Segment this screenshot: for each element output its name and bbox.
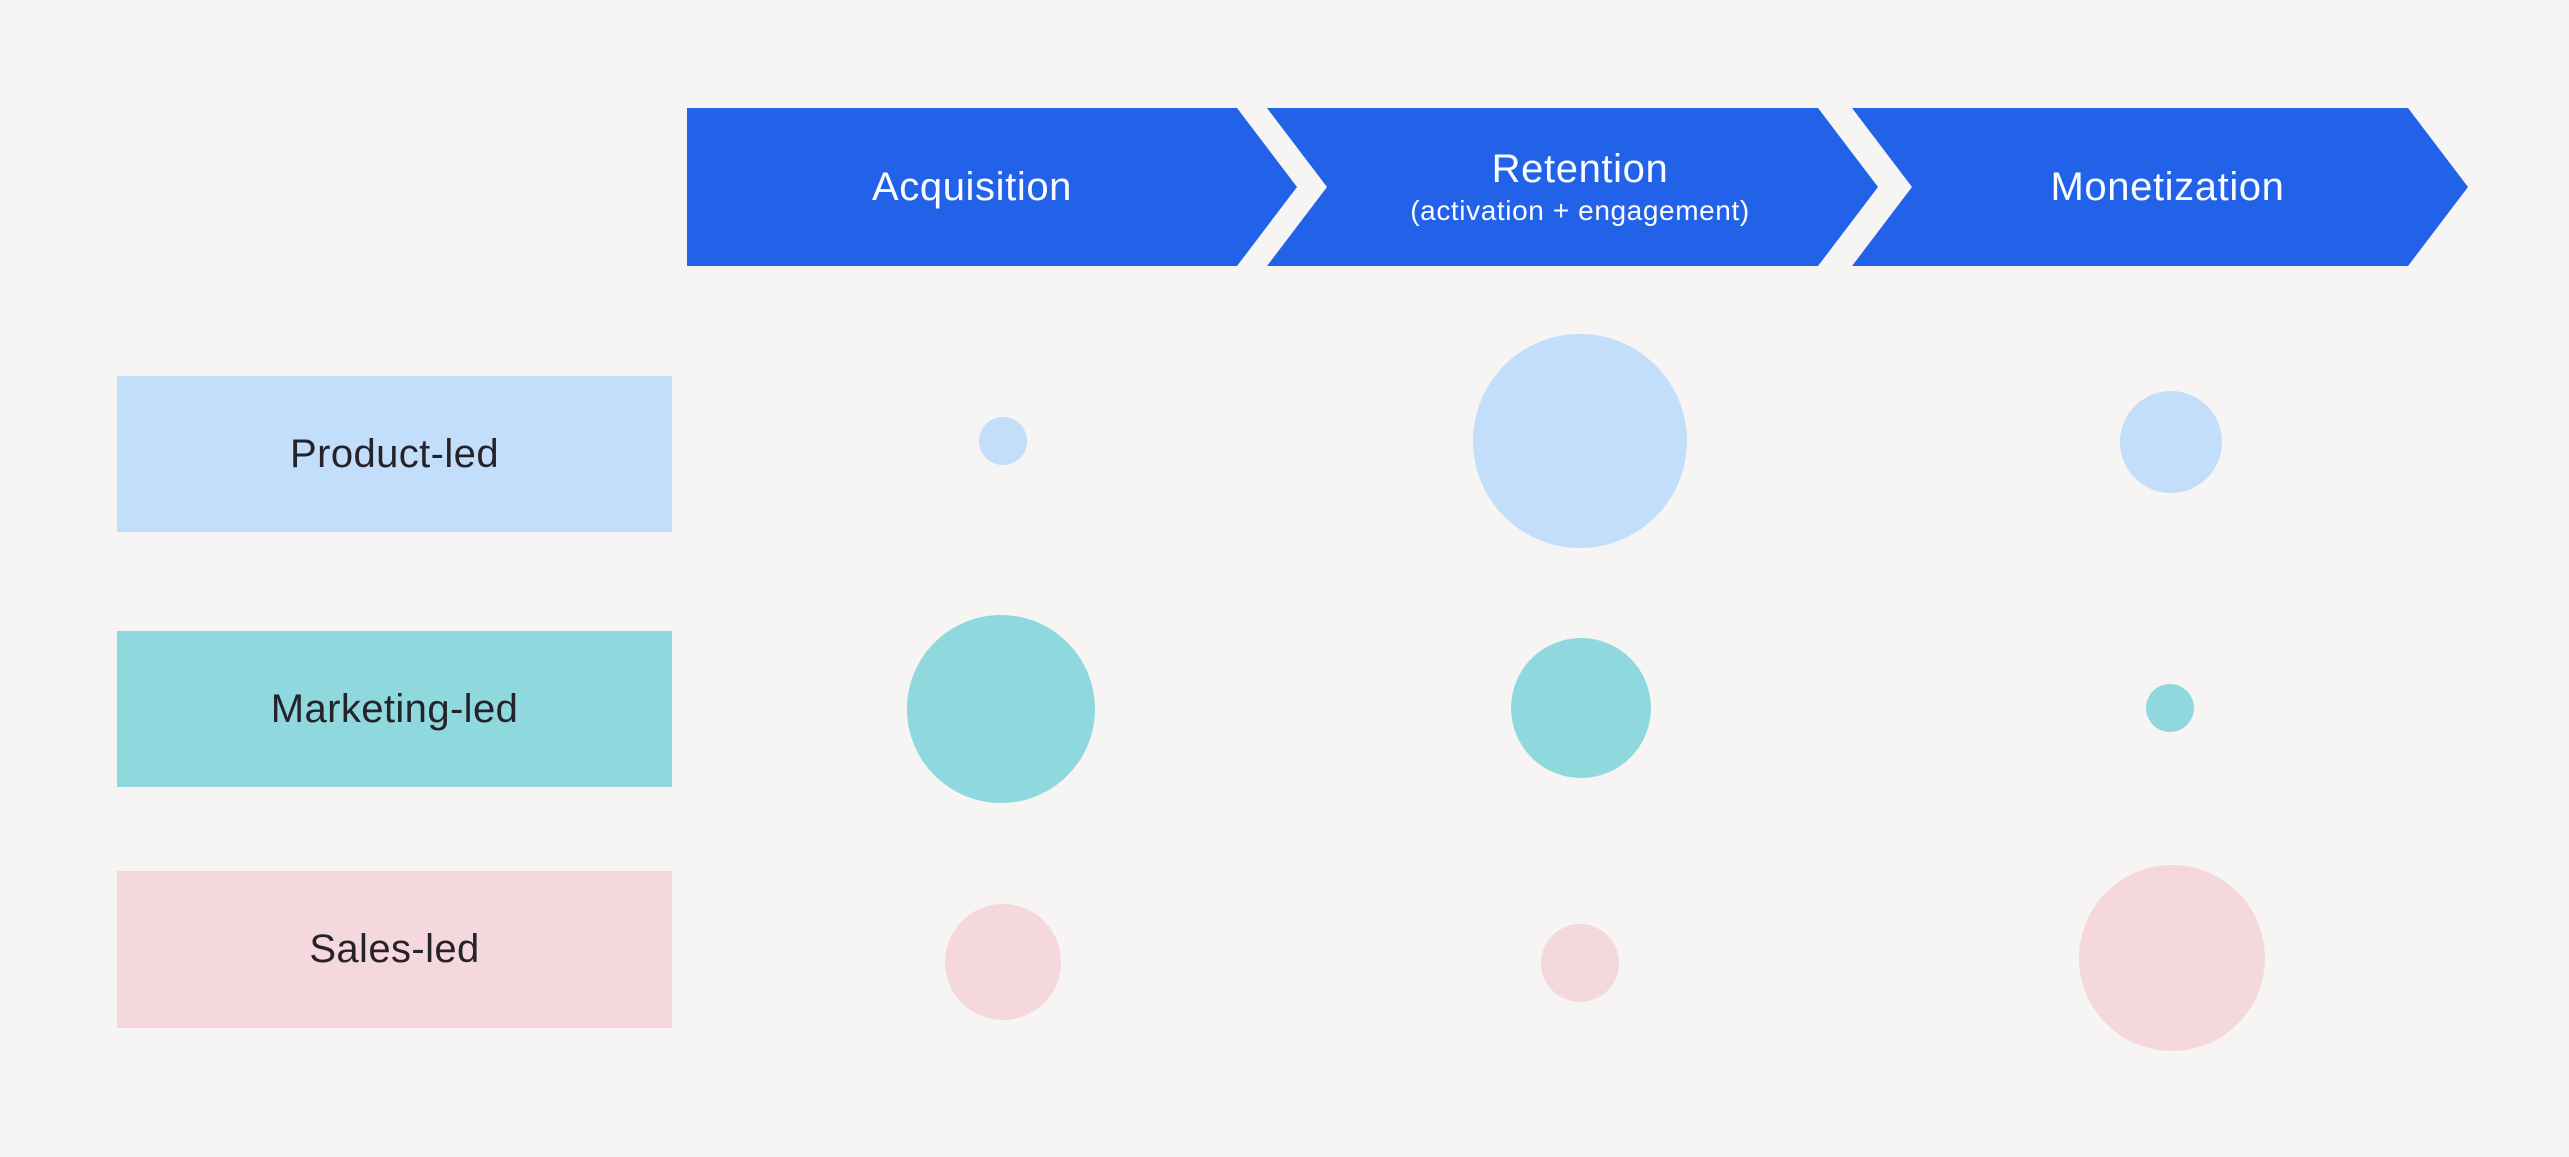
stage-label-retention: Retention: [1491, 147, 1669, 192]
row-label-text: Product-led: [290, 431, 499, 476]
row-label-text: Sales-led: [309, 927, 480, 971]
stage-arrow-retention: Retention (activation + engagement): [1267, 108, 1878, 266]
row-label-text: Marketing-led: [270, 686, 519, 731]
row-label-product-led: Product-led: [117, 376, 672, 532]
bubble-sales_led-acquisition: [945, 904, 1061, 1020]
stage-label-monetization: Monetization: [2050, 165, 2285, 209]
row-label-sales-led: Sales-led: [117, 871, 672, 1028]
bubble-sales_led-monetization: [2079, 865, 2265, 1051]
bubble-sales_led-retention: [1541, 924, 1619, 1002]
stage-label-acquisition: Acquisition: [871, 165, 1073, 209]
bubble-marketing_led-acquisition: [907, 615, 1095, 803]
bubble-product_led-retention: [1473, 334, 1687, 548]
row-label-marketing-led: Marketing-led: [117, 631, 672, 787]
stage-arrow-monetization: Monetization: [1852, 108, 2468, 266]
bubble-marketing_led-retention: [1511, 638, 1651, 778]
bubble-product_led-monetization: [2120, 391, 2222, 493]
bubble-product_led-acquisition: [979, 417, 1027, 465]
stage-arrow-acquisition: Acquisition: [687, 108, 1297, 266]
stage-sublabel-retention: (activation + engagement): [1410, 195, 1750, 227]
bubble-marketing_led-monetization: [2146, 684, 2194, 732]
